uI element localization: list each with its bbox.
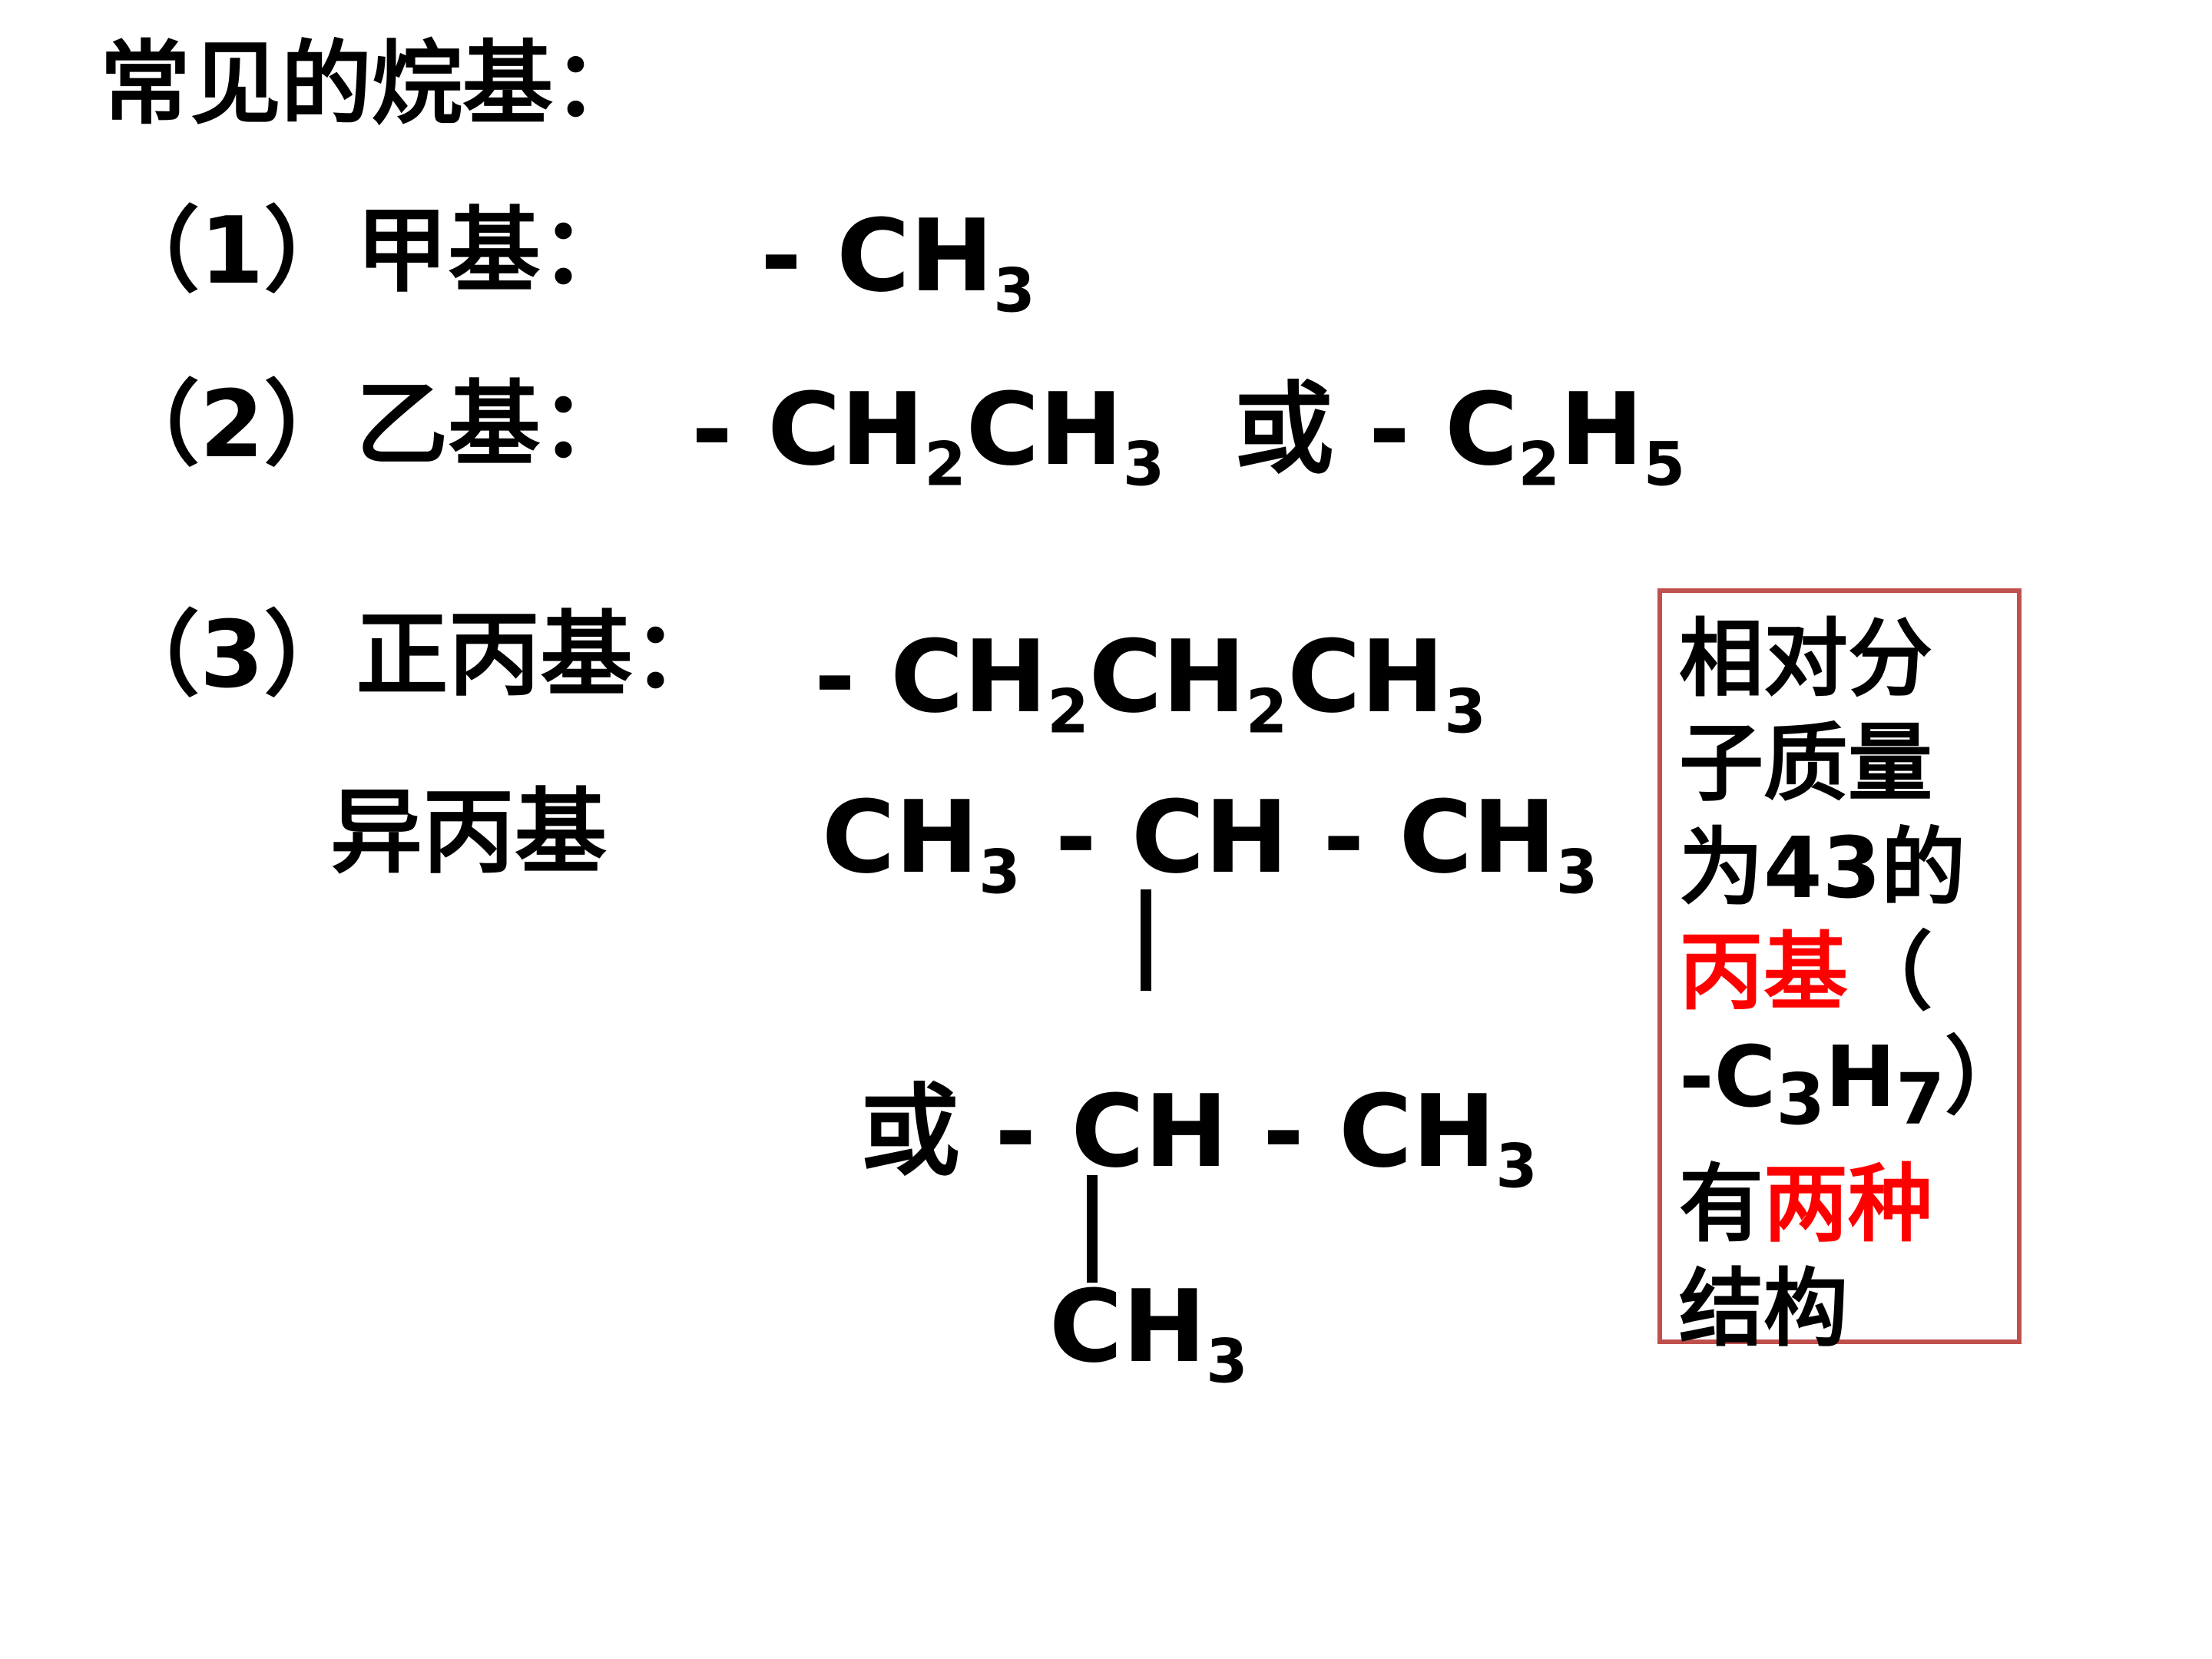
formula-text: 或 - CH - CH: [860, 1073, 1496, 1190]
isopropyl-formula-3: CH3: [1049, 1277, 1248, 1392]
formula-subscript: 2: [1047, 677, 1089, 747]
note-line: 为43的: [1679, 819, 1966, 917]
formula-subscript: 5: [1643, 430, 1685, 500]
note-highlight: 丙基: [1679, 923, 1848, 1022]
slide-title: 常见的烷基：: [100, 31, 644, 137]
formula-subscript: 7: [1896, 1058, 1945, 1141]
formula-text: - CH: [691, 371, 925, 488]
formula-subscript: 3: [1122, 430, 1165, 500]
formula-text: CH: [822, 779, 979, 896]
methyl-formula: - CH3: [760, 206, 1035, 321]
propyl-formula: - CH2CH2CH3: [814, 627, 1486, 742]
formula-text: H: [1559, 371, 1644, 488]
formula-text: - CH - CH: [1020, 779, 1556, 896]
note-text-part: （: [1848, 923, 1932, 1022]
bond-line: [1087, 1175, 1098, 1283]
formula-text: 或 - C: [1164, 371, 1518, 488]
formula-text: - CH: [760, 197, 994, 314]
note-text-part: -C: [1679, 1028, 1777, 1126]
note-text: 相对分 子质量 为43的 丙基（ -C3H7） 有两种 结构: [1679, 607, 2029, 1361]
formula-text: CH: [1088, 618, 1246, 735]
note-text-part: H: [1825, 1028, 1896, 1126]
note-line: 子质量: [1679, 714, 1932, 813]
bond-line: [1141, 889, 1151, 991]
formula-subscript: 3: [1444, 677, 1486, 747]
isopropyl-label: 异丙基: [330, 780, 607, 886]
formula-subscript: 2: [924, 430, 966, 500]
formula-subscript: 3: [1206, 1327, 1248, 1397]
formula-text: CH: [1287, 618, 1445, 735]
note-line: 丙基（: [1679, 920, 2029, 1025]
note-line: -C3H7）: [1679, 1025, 2029, 1152]
formula-subscript: 3: [1555, 838, 1598, 908]
formula-text: - CH: [814, 618, 1048, 735]
formula-subscript: 3: [1776, 1058, 1826, 1141]
propyl-label: （3）正丙基：: [108, 602, 725, 709]
note-line: 结构: [1679, 1260, 1848, 1358]
note-line: 相对分: [1679, 610, 1932, 708]
formula-text: CH: [965, 371, 1123, 488]
formula-subscript: 3: [993, 257, 1035, 326]
formula-subscript: 3: [1495, 1132, 1538, 1202]
ethyl-label: （2）乙基：: [108, 372, 633, 478]
note-text-part: 有: [1679, 1155, 1763, 1253]
formula-subscript: 2: [1518, 430, 1560, 500]
formula-subscript: 2: [1245, 677, 1288, 747]
note-highlight: 两种: [1763, 1155, 1932, 1253]
ethyl-formula: - CH2CH3 或 - C2H5: [691, 379, 1685, 495]
note-text-part: ）: [1945, 1028, 2030, 1126]
note-line: 有两种: [1679, 1152, 2029, 1257]
isopropyl-formula-2: 或 - CH - CH3: [860, 1081, 1538, 1197]
methyl-label: （1）甲基：: [108, 198, 633, 305]
formula-subscript: 3: [979, 838, 1021, 908]
formula-text: CH: [1049, 1268, 1207, 1385]
note-box: [1657, 588, 2022, 1344]
isopropyl-formula-1: CH3 - CH - CH3: [822, 787, 1598, 902]
